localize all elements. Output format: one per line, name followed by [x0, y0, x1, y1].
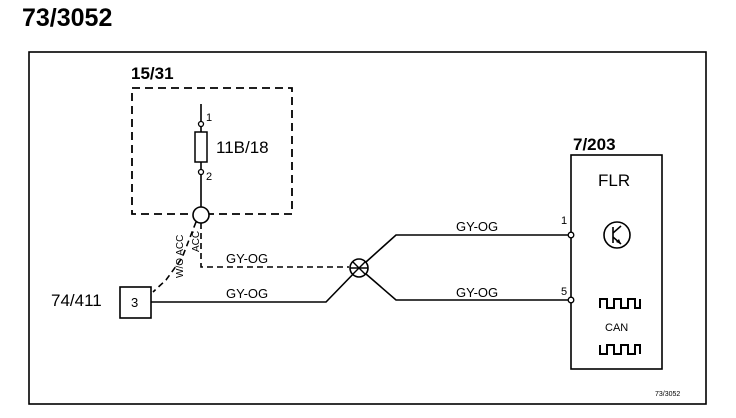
module-name: FLR: [598, 171, 630, 190]
fuse-symbol: [194, 104, 208, 207]
module-pin-1: 1: [561, 215, 567, 227]
diagram-ref-code: 73/3052: [655, 391, 680, 398]
splice-point: [349, 258, 369, 278]
module-pin-1-terminal: [567, 231, 575, 239]
wire-splice-to-pin-5: [365, 273, 568, 301]
wire-label-connector: GY-OG: [226, 286, 268, 301]
module-label: 7/203: [573, 135, 616, 154]
fuse-output-terminal: [192, 206, 210, 224]
fuse-pin-2: 2: [206, 171, 212, 183]
diagram-frame: [28, 51, 707, 405]
wire-label-pin-5: GY-OG: [456, 285, 498, 300]
module-pin-5: 5: [561, 286, 567, 298]
fuse-pin-1: 1: [206, 112, 212, 124]
label-acc: ACC: [191, 231, 202, 252]
fuse-label: 11B/18: [216, 138, 269, 157]
wire-label-pin-1: GY-OG: [456, 219, 498, 234]
connector-pin: 3: [131, 295, 138, 310]
wire-without-acc: [152, 221, 197, 293]
fuse-box-label: 15/31: [131, 64, 174, 83]
can-low-wave-icon: [599, 344, 641, 355]
wire-label-acc: GY-OG: [226, 251, 268, 266]
can-high-wave-icon: [599, 298, 641, 309]
transistor-icon: [603, 221, 631, 249]
module-pin-5-terminal: [567, 296, 575, 304]
wire-connector-to-splice: [151, 267, 360, 303]
wire-acc: [200, 223, 349, 268]
diagram-title: 73/3052: [22, 4, 113, 32]
connector-label: 74/411: [51, 291, 102, 310]
module-box: [570, 154, 663, 370]
can-label: CAN: [605, 322, 628, 334]
wire-splice-to-pin-1: [365, 234, 568, 263]
fuse-box-outline: [131, 87, 293, 215]
label-without-acc: W/O ACC: [175, 235, 186, 278]
